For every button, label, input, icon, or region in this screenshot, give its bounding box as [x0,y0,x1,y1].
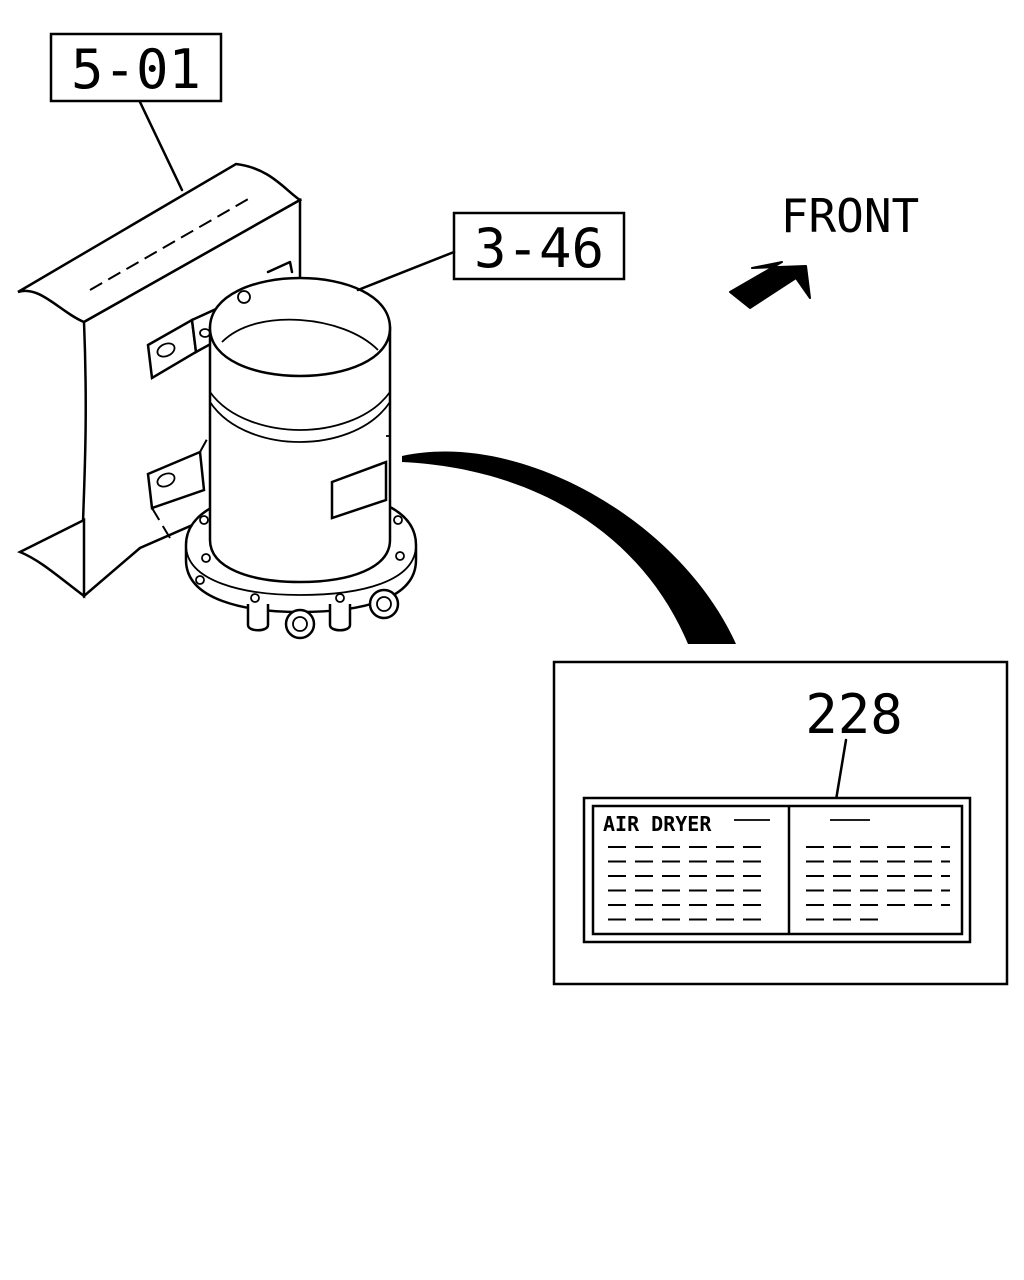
callout-frame-ref: 5-01 [49,32,223,192]
label-plate-placeholder-lines-right [806,846,950,921]
callout-box-3-46 [452,211,626,281]
lower-bracket [146,429,213,539]
leader-228 [834,738,848,802]
callout-label-228: 228 [805,683,903,746]
front-indicator: FRONT [729,189,919,309]
detail-pointer-arrow [402,451,736,644]
callout-box-5-01 [49,32,223,103]
leader-3-46 [356,250,456,292]
callout-label-5-01: 5-01 [71,38,201,101]
front-label: FRONT [781,189,919,243]
callout-dryer-ref: 3-46 [356,211,626,292]
front-arrow-icon [729,261,811,309]
air-dryer-label-plate: AIR DRYER [582,796,972,944]
callout-label-3-46: 3-46 [474,217,604,280]
air-dryer-body [184,276,418,640]
label-plate-title: AIR DRYER [603,812,712,836]
detail-view: 228 AIR DRYER [552,660,1009,986]
leader-5-01 [138,100,184,192]
